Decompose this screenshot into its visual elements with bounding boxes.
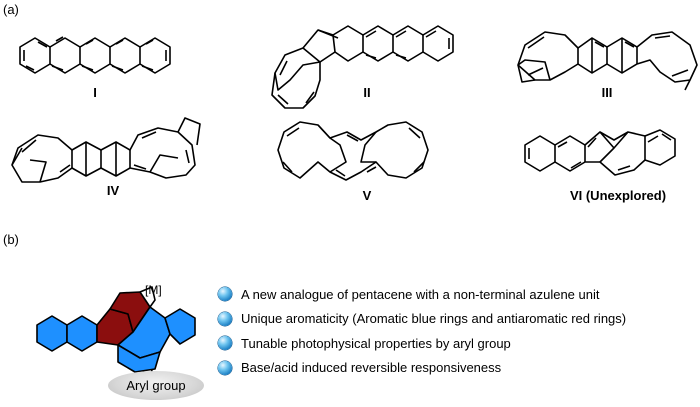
aryl-group-ellipse: Aryl group: [108, 371, 204, 400]
feature-text: A new analogue of pentacene with a non-t…: [241, 286, 600, 302]
aromatic-ring-2: [66, 315, 98, 352]
aryl-group-label: Aryl group: [126, 378, 186, 393]
metal-label: [M]: [145, 283, 162, 297]
feature-text: Tunable photophysical properties by aryl…: [241, 335, 511, 351]
feature-item: Base/acid induced reversible responsiven…: [218, 356, 696, 380]
molecule-I-label: I: [93, 85, 97, 100]
sphere-bullet-icon: [218, 336, 232, 350]
panel-b-label: (b): [3, 232, 19, 247]
aromatic-ring-4: [164, 308, 196, 345]
panel-a-label: (a): [3, 2, 19, 17]
molecule-VI-label: VI (Unexplored): [569, 188, 667, 203]
feature-text: Unique aromaticity (Aromatic blue rings …: [241, 311, 627, 326]
feature-item: A new analogue of pentacene with a non-t…: [218, 282, 696, 306]
sphere-bullet-icon: [218, 360, 232, 375]
molecule-V-label: V: [362, 188, 372, 203]
molecule-I-rings: [19, 36, 171, 74]
molecule-III-label: III: [601, 85, 613, 100]
sphere-bullet-icon: [218, 311, 232, 326]
molecule-II-label: II: [363, 85, 371, 100]
sphere-bullet-icon: [218, 287, 232, 301]
feature-item: Tunable photophysical properties by aryl…: [218, 331, 696, 355]
feature-list: A new analogue of pentacene with a non-t…: [218, 282, 696, 380]
molecule-IV-label: IV: [106, 183, 120, 198]
feature-text: Base/acid induced reversible responsiven…: [241, 360, 502, 375]
aromatic-ring-1: [36, 315, 68, 352]
aromatic-ring-5: [117, 344, 161, 373]
feature-item: Unique aromaticity (Aromatic blue rings …: [218, 307, 696, 331]
